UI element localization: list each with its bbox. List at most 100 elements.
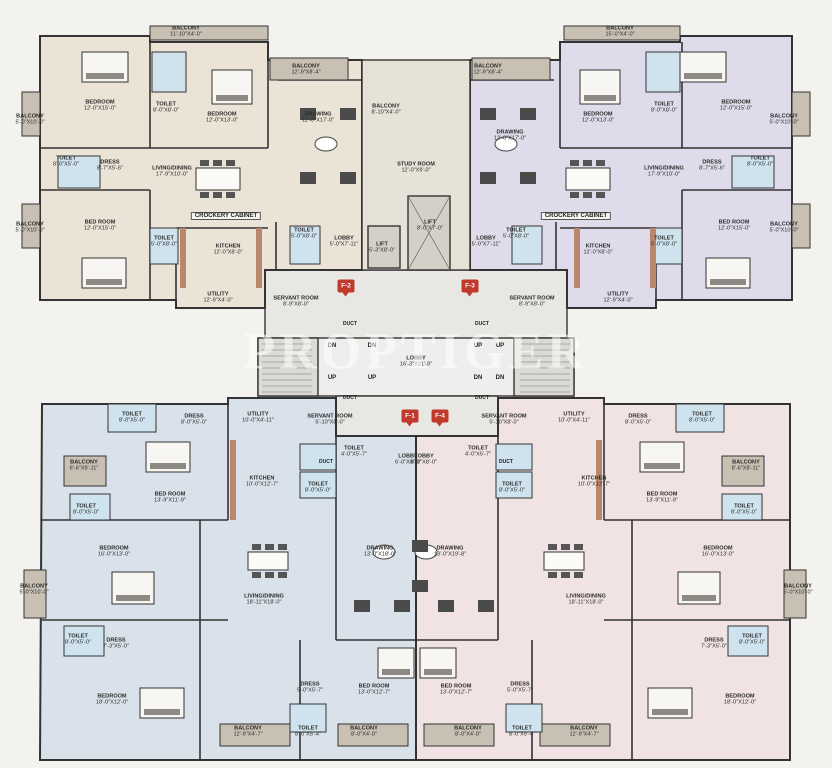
chair-icon: [278, 544, 287, 550]
room-dimension: 12'-0"X13'-0": [581, 118, 615, 124]
room-dimension: 8'-9"X8'-0": [282, 302, 310, 308]
pillow-icon: [150, 463, 186, 469]
stair-direction-label: UP: [495, 343, 505, 349]
room-name: UTILITY: [247, 411, 269, 418]
lift-cross: [407, 195, 451, 271]
room-name: DRAWING: [496, 129, 524, 136]
sofa-icon: [394, 600, 410, 612]
room-dimension: 8'-0"X8'-0": [650, 108, 678, 114]
room-dimension: 5'-0"X8'-0": [650, 242, 678, 248]
room-dimension: 12'-9"X8'-4": [291, 70, 321, 76]
sofa-icon: [478, 600, 494, 612]
staircase-right: [513, 337, 575, 397]
room-name: TOILET: [156, 101, 176, 108]
room-name: TOILET: [468, 445, 488, 452]
room-dimension: 5'-0"X8'-0": [290, 234, 318, 240]
pillow-icon: [652, 709, 688, 715]
pillow-icon: [710, 279, 746, 285]
room-dimension: 18'-0"X12'-0": [95, 700, 129, 706]
room-dimension: 5'-0"X10'-0": [15, 120, 45, 126]
room-dimension: 12'-0"X17'-0": [301, 118, 335, 124]
room-dimension: 13'-9"X11'-9": [154, 498, 186, 504]
room-name: BEDROOM: [207, 111, 237, 118]
sofa-icon: [480, 172, 496, 184]
sofa-icon: [520, 172, 536, 184]
toilet-area: [289, 703, 327, 733]
toilet-area: [57, 155, 101, 189]
room-name: LOBBY: [398, 453, 418, 460]
room-dimension: 13'-0"X12'-7": [439, 690, 473, 696]
pillow-icon: [86, 73, 124, 79]
room-name: BEDROOM: [85, 99, 115, 106]
balcony-area: [149, 25, 269, 41]
room-name: KITCHEN: [249, 475, 275, 482]
chair-icon: [252, 572, 261, 578]
flat-f3-outline: [469, 35, 793, 309]
pillow-icon: [116, 595, 150, 601]
sofa-icon: [520, 108, 536, 120]
room-dimension: 10'-0"X12'-7": [245, 482, 279, 488]
stair-direction-label: UP: [327, 375, 337, 381]
room-dimension: 16'-3"X21'-9": [399, 362, 433, 368]
toilet-area: [731, 155, 775, 189]
room-dimension: 4'-0"X5'-7": [340, 452, 368, 458]
chair-icon: [200, 160, 209, 166]
room-dimension: 12'-0"X13'-0": [205, 118, 239, 124]
room-dimension: 12'-0"X8'-0": [583, 250, 613, 256]
chair-icon: [278, 572, 287, 578]
room-name: TOILET: [750, 155, 770, 162]
room-name: DRAWING: [436, 545, 464, 552]
room-dimension: 8'-0"X5'-0": [180, 420, 208, 426]
balcony-area: [791, 91, 811, 137]
room-dimension: 13'-0"X19'-8": [433, 552, 467, 558]
room-dimension: 8'-0"X5'-0": [118, 418, 146, 424]
room-dimension: 18'-0"X12'-0": [723, 700, 757, 706]
chair-icon: [570, 160, 579, 166]
balcony-area: [423, 723, 495, 747]
room-name: BALCONY: [16, 221, 44, 228]
pillow-icon: [682, 595, 716, 601]
room-name: BALCONY: [172, 25, 200, 32]
room-name: SERVANT ROOM: [509, 295, 555, 302]
room-name: BEDROOM: [99, 545, 129, 552]
room-name: DRESS: [100, 159, 120, 166]
coffee-table-icon: [314, 136, 338, 152]
room-dimension: 12'-0"X8'-0": [213, 250, 243, 256]
dining-table-icon: [247, 551, 289, 571]
room-name: DRESS: [106, 637, 126, 644]
coffee-table-icon: [372, 544, 396, 560]
room-dimension: 18'-11"X18'-0": [568, 600, 604, 606]
toilet-area: [63, 625, 105, 657]
room-name: BED ROOM: [646, 491, 678, 498]
toilet-area: [69, 493, 111, 521]
room-name: DRAWING: [304, 111, 332, 118]
room-dimension: 12'-0"X15'-0": [719, 106, 753, 112]
chair-icon: [596, 160, 605, 166]
